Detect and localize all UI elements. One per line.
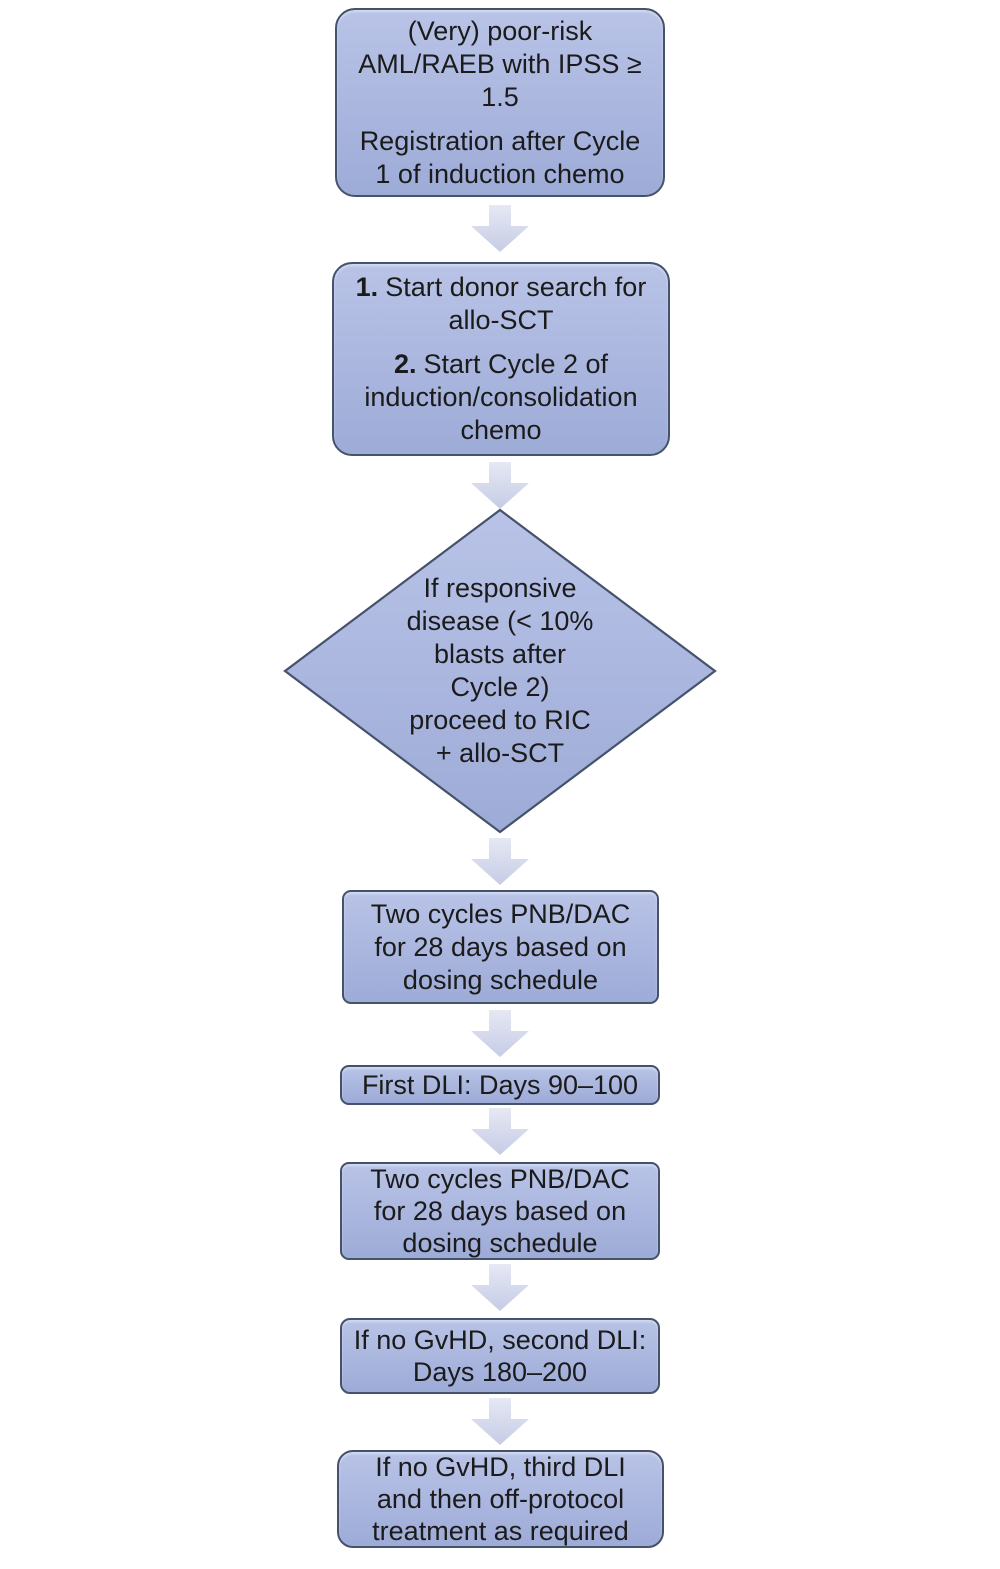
- down-arrow-icon: [471, 1010, 529, 1057]
- node-text-line: 1.Start donor search for: [356, 271, 647, 304]
- step-text: Start donor search for: [385, 272, 647, 302]
- node-paragraph: Registration after Cycle 1 of induction …: [360, 125, 641, 191]
- node-text-line: dosing schedule: [402, 964, 599, 995]
- flow-node-third-dli: If no GvHD, third DLI and then off-proto…: [337, 1450, 664, 1548]
- node-text-line: Two cycles PNB/DAC: [370, 898, 631, 929]
- node-paragraph: 1.Start donor search for allo-SCT: [356, 271, 647, 337]
- node-text-line: 2.Start Cycle 2 of: [364, 348, 637, 381]
- node-text-line: AML/RAEB with IPSS ≥: [358, 48, 642, 79]
- node-text-line: First DLI: Days 90–100: [361, 1069, 639, 1100]
- node-text-line: blasts after: [433, 639, 567, 669]
- down-arrow-icon: [471, 1398, 529, 1445]
- node-text-line: Two cycles PNB/DAC: [370, 1164, 630, 1194]
- node-paragraph: (Very) poor-risk AML/RAEB with IPSS ≥ 1.…: [358, 15, 641, 114]
- node-text-line: If responsive: [423, 573, 577, 603]
- node-text-line: for 28 days based on: [373, 1196, 627, 1226]
- down-arrow-icon: [471, 838, 529, 885]
- node-text-line: 1.5: [481, 81, 519, 112]
- node-text-line: allo-SCT: [448, 305, 554, 335]
- down-arrow-icon: [471, 462, 529, 509]
- node-text-line: treatment as required: [372, 1516, 629, 1546]
- node-text-line: proceed to RIC: [409, 705, 591, 735]
- down-arrow-icon: [471, 1108, 529, 1155]
- node-text-line: If no GvHD, third DLI: [375, 1452, 626, 1482]
- step-number: 2.: [393, 349, 417, 379]
- flow-node-decision: If responsive disease (< 10% blasts afte…: [283, 508, 717, 834]
- node-text-line: + allo-SCT: [435, 738, 565, 768]
- node-text-line: Days 180–200: [412, 1357, 588, 1387]
- node-text-line: induction/consolidation: [364, 382, 638, 412]
- node-paragraph: 2.Start Cycle 2 of induction/consolidati…: [364, 348, 637, 447]
- step-number: 1.: [355, 272, 379, 302]
- down-arrow-icon: [471, 205, 529, 252]
- node-text-line: Cycle 2): [450, 672, 550, 702]
- node-text-line: for 28 days based on: [374, 931, 627, 962]
- down-arrow-icon: [471, 1264, 529, 1311]
- flow-node-pnb-cycle-2: Two cycles PNB/DAC for 28 days based on …: [340, 1162, 660, 1260]
- flow-node-first-dli: First DLI: Days 90–100: [340, 1065, 660, 1105]
- diamond-shape: [283, 508, 717, 834]
- flow-node-registration: (Very) poor-risk AML/RAEB with IPSS ≥ 1.…: [335, 8, 665, 197]
- node-text-line: (Very) poor-risk: [407, 15, 593, 46]
- node-text-line: Registration after Cycle: [359, 125, 641, 156]
- node-text-line: If no GvHD, second DLI:: [353, 1325, 647, 1355]
- step-text: Start Cycle 2 of: [423, 349, 609, 379]
- flow-node-donor-search: 1.Start donor search for allo-SCT 2.Star…: [332, 262, 670, 456]
- flow-node-second-dli: If no GvHD, second DLI: Days 180–200: [340, 1318, 660, 1394]
- node-text-line: chemo: [460, 415, 542, 445]
- node-text-line: and then off-protocol: [376, 1484, 625, 1514]
- node-text-line: 1 of induction chemo: [375, 158, 625, 189]
- decision-text: If responsive disease (< 10% blasts afte…: [283, 508, 717, 834]
- node-text-line: disease (< 10%: [406, 606, 594, 636]
- flow-node-pnb-cycle-1: Two cycles PNB/DAC for 28 days based on …: [342, 890, 659, 1004]
- node-text-line: dosing schedule: [402, 1228, 598, 1258]
